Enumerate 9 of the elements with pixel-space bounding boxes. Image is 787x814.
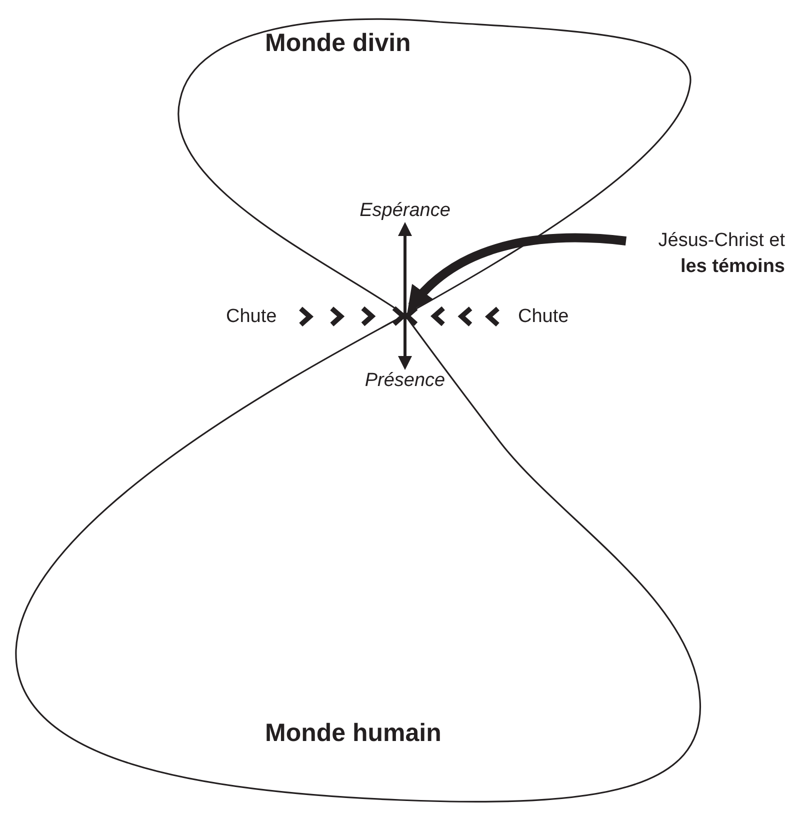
arrow-label: Présence <box>364 370 446 392</box>
arrow-label: Chute <box>518 306 569 328</box>
annotation-text: Jésus-Christ et les témoins <box>657 229 785 279</box>
double-arrow <box>398 222 412 370</box>
region-heading: Monde humain <box>265 718 442 748</box>
curved-arrow <box>406 233 626 312</box>
arrow-label: Espérance <box>360 200 450 222</box>
arrow-label: Chute <box>226 306 277 328</box>
region-heading: Monde divin <box>265 28 411 58</box>
